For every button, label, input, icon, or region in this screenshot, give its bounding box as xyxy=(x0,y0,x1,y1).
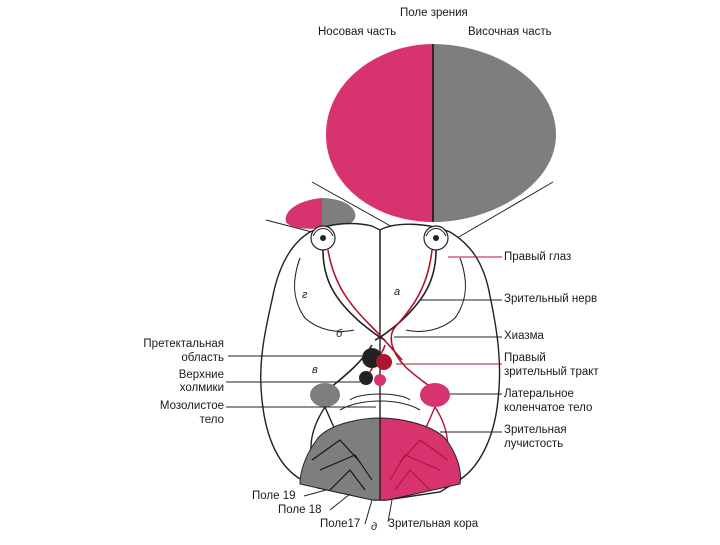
marker-d: д xyxy=(371,521,378,533)
label-colliculi-2: холмики xyxy=(179,382,224,394)
label-chiasm: Хиазма xyxy=(504,330,544,342)
lgn-left xyxy=(310,383,340,407)
label-right-tract-2: зрительный тракт xyxy=(504,366,599,378)
label-lgn-1: Латеральное xyxy=(504,388,574,400)
label-radiation-2: лучистость xyxy=(504,438,564,450)
label-visual-cortex: Зрительная кора xyxy=(388,518,479,530)
lgn-right xyxy=(420,383,450,407)
cortex-left-gray xyxy=(299,417,381,501)
leader-lines-bottom xyxy=(303,489,393,525)
left-field-gray xyxy=(322,198,356,229)
nerve-right-red xyxy=(390,249,433,346)
label-lgn-2: коленчатое тело xyxy=(504,402,593,414)
superior-colliculi xyxy=(359,371,373,385)
left-eye-field xyxy=(285,198,356,229)
label-pretectal-2: область xyxy=(181,352,224,364)
leader-lines-left xyxy=(226,355,376,408)
cortex-fibers xyxy=(311,439,449,491)
label-field-17: Поле17 xyxy=(320,518,361,530)
temporal-part-label: Височная часть xyxy=(468,26,552,38)
label-radiation-1: Зрительная xyxy=(504,424,567,436)
cortex-right-pink xyxy=(379,417,461,501)
nerve-left-gray xyxy=(322,249,386,341)
visual-field-nasal-half xyxy=(326,44,433,222)
temporal-lobe-right xyxy=(405,257,467,333)
marker-v: в xyxy=(312,364,318,376)
label-optic-nerve: Зрительный нерв xyxy=(504,293,598,305)
eye-left xyxy=(310,225,336,251)
visual-field-temporal-half xyxy=(433,44,556,222)
field-line-right xyxy=(456,181,554,239)
leader-lines-right xyxy=(394,256,502,433)
optic-pathways xyxy=(322,249,437,389)
label-field-19: Поле 19 xyxy=(252,490,296,502)
label-pretectal-1: Претектальная xyxy=(143,338,224,350)
marker-g: г xyxy=(302,289,308,301)
label-corpus-callosum-2: тело xyxy=(199,414,224,426)
visual-field-title: Поле зрения xyxy=(400,7,468,19)
label-field-18: Поле 18 xyxy=(278,504,322,516)
nasal-part-label: Носовая часть xyxy=(318,26,397,38)
marker-a: а xyxy=(394,286,401,298)
field-line-left-short xyxy=(265,219,313,233)
label-corpus-callosum-1: Мозолистое xyxy=(159,400,224,412)
marker-b: б xyxy=(336,328,343,340)
label-right-eye: Правый глаз xyxy=(504,251,572,263)
label-right-tract-1: Правый xyxy=(504,352,546,364)
left-field-pink xyxy=(285,198,322,229)
label-colliculi-1: Верхние xyxy=(178,369,224,381)
eye-right xyxy=(423,225,449,251)
temporal-lobe-left xyxy=(293,257,355,333)
